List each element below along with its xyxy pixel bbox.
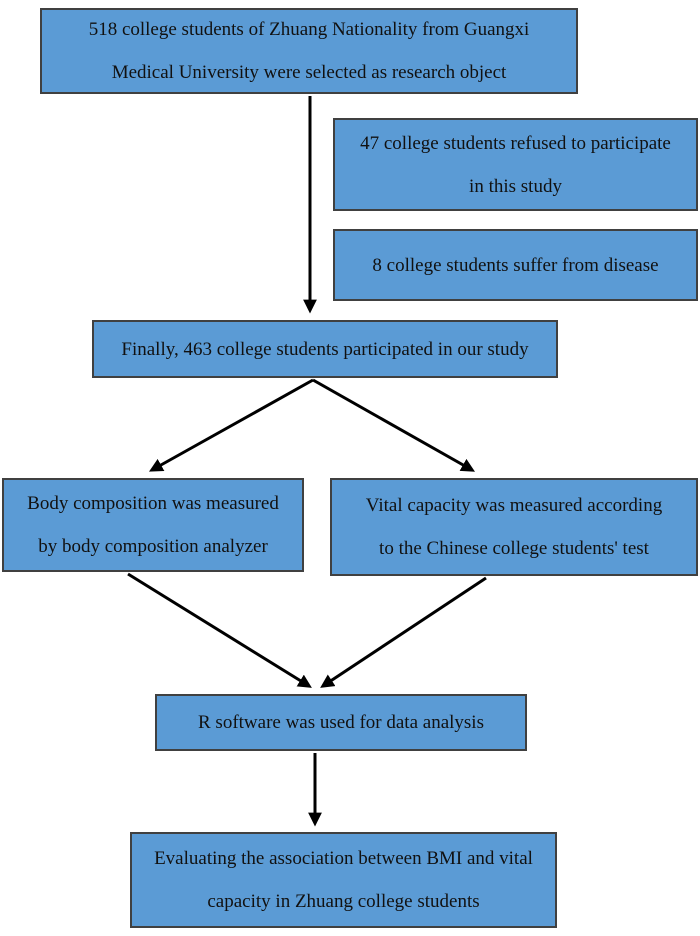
flow-box-participated: Finally, 463 college students participat…	[92, 320, 558, 378]
flow-box-selected: 518 college students of Zhuang Nationali…	[40, 8, 578, 94]
flow-box-evaluating: Evaluating the association between BMI a…	[130, 832, 557, 928]
flow-box-vital-capacity: Vital capacity was measured according to…	[330, 478, 698, 576]
flow-box-text: to the Chinese college students' test	[379, 538, 649, 559]
arrow-participated-to-body-composition	[148, 378, 314, 472]
flow-box-text: in this study	[469, 175, 562, 197]
flow-box-text: Evaluating the association between BMI a…	[154, 848, 533, 869]
flow-box-body-composition: Body composition was measured by body co…	[2, 478, 304, 572]
flow-box-text: Medical University were selected as rese…	[111, 62, 507, 83]
arrow-participated-to-vital-capacity	[312, 378, 476, 472]
flow-box-refused: 47 college students refused to participa…	[333, 118, 698, 211]
flow-box-text: R software was used for data analysis	[198, 712, 484, 733]
flow-box-text: Vital capacity was measured according	[365, 495, 663, 516]
flow-box-text: Body composition was measured	[27, 493, 279, 514]
flow-box-r-software: R software was used for data analysis	[155, 694, 527, 751]
flow-box-text: 8 college students suffer from disease	[372, 254, 659, 276]
flow-box-text: 47 college students refused to participa…	[360, 132, 671, 154]
arrow-vital-capacity-to-r-software	[320, 576, 487, 688]
arrow-body-composition-to-r-software	[127, 572, 312, 688]
flow-box-text: by body composition analyzer	[38, 536, 268, 557]
flow-box-text: 518 college students of Zhuang Nationali…	[88, 19, 530, 40]
flow-box-text: capacity in Zhuang college students	[207, 891, 480, 912]
flow-box-text: Finally, 463 college students participat…	[121, 338, 529, 360]
flow-box-disease: 8 college students suffer from disease	[333, 229, 698, 301]
